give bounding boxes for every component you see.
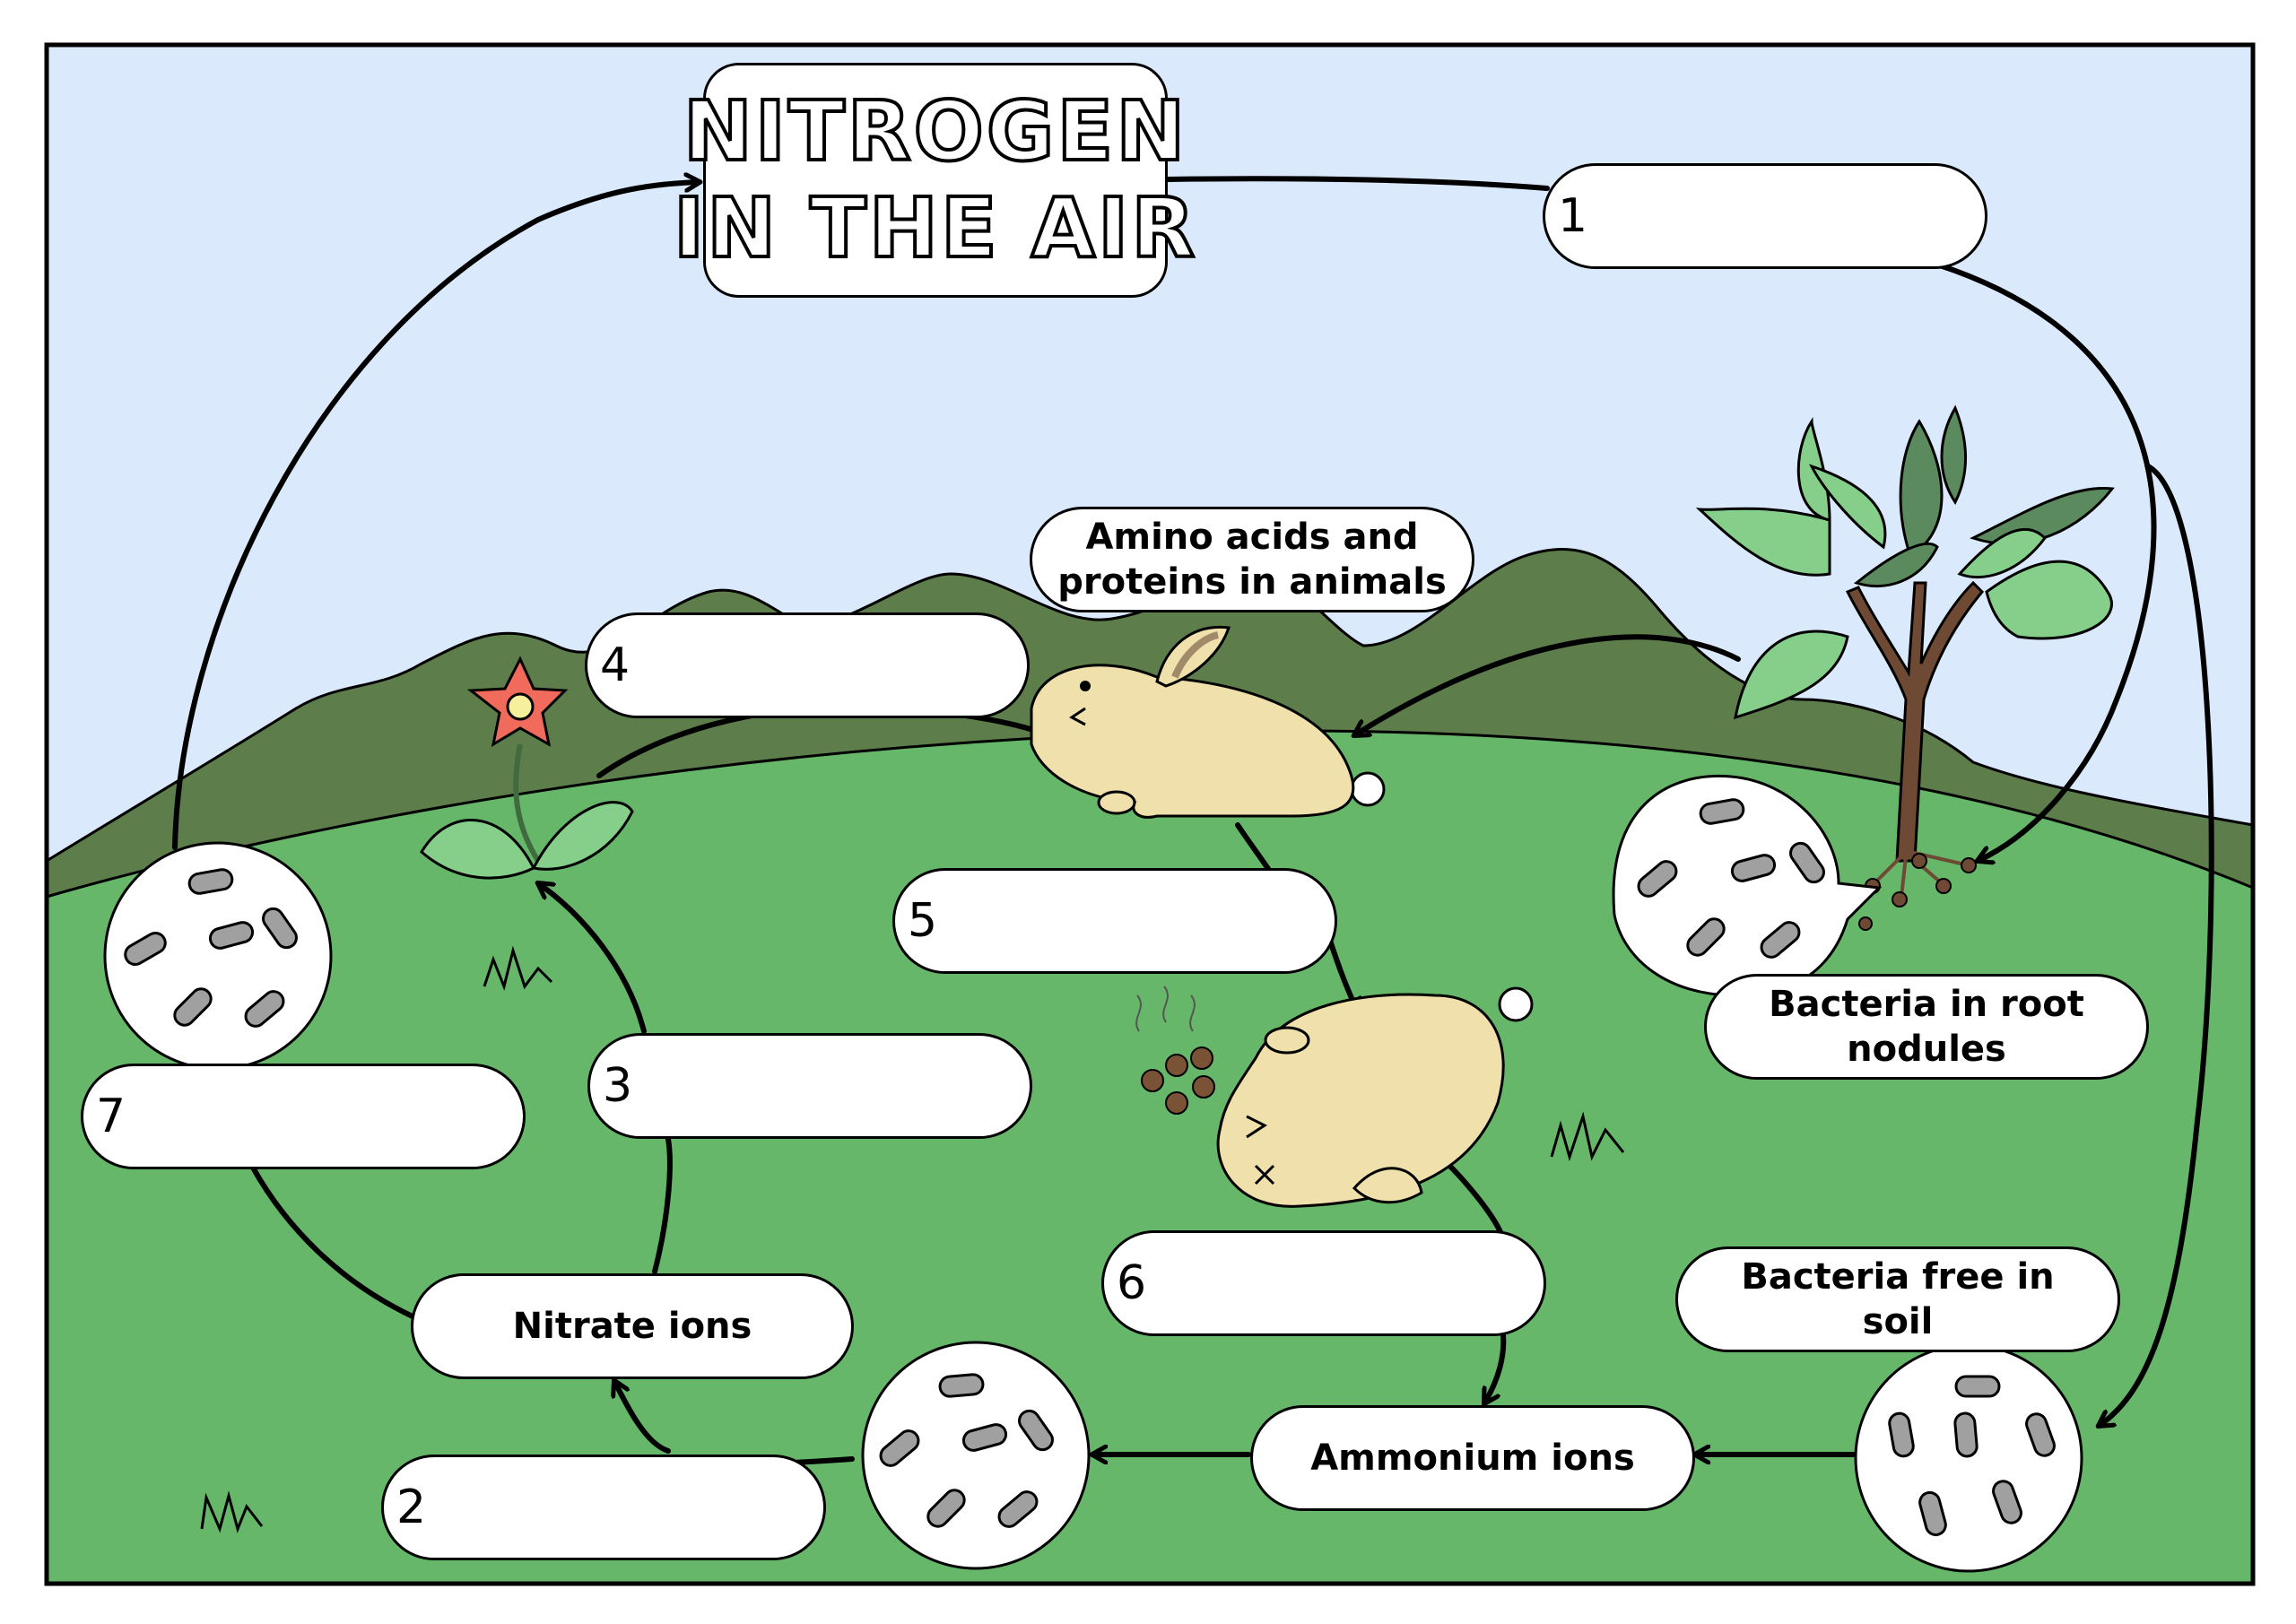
blank-field-7[interactable]: 7 xyxy=(81,1064,526,1169)
bacteria-icon xyxy=(1854,1343,2083,1573)
tree-icon xyxy=(1695,404,2115,931)
title-line-2: IN THE AIR xyxy=(672,178,1198,278)
blank-field-5[interactable]: 5 xyxy=(892,868,1337,974)
root-bacteria-label: Bacteria in root nodules xyxy=(1704,974,2149,1080)
bacteria-icon xyxy=(103,841,333,1071)
ammonium-ions-label: Ammonium ions xyxy=(1250,1405,1695,1511)
droppings-icon xyxy=(1135,986,1215,1115)
blank-field-4[interactable]: 4 xyxy=(585,612,1030,718)
soil-bacteria-line-1: Bacteria free in xyxy=(1741,1256,2055,1298)
bacteria-icon xyxy=(1612,774,1883,997)
blank-field-1[interactable]: 1 xyxy=(1543,163,1987,269)
root-bacteria-line-2: nodules xyxy=(1847,1029,2006,1070)
frame xyxy=(44,42,2256,1586)
grass-tuft-icon xyxy=(200,945,1625,1533)
title-line-1: NITROGEN xyxy=(682,82,1188,181)
amino-acids-label: Amino acids and proteins in animals xyxy=(1030,507,1474,612)
soil-bacteria-label: Bacteria free in soil xyxy=(1675,1246,2120,1352)
blank-field-2[interactable]: 2 xyxy=(381,1455,826,1560)
dead-rabbit-icon xyxy=(1216,986,1534,1208)
soil-bacteria-line-2: soil xyxy=(1862,1301,1934,1342)
rabbit-icon xyxy=(1030,625,1386,819)
flower-icon xyxy=(420,656,634,880)
blank-field-3[interactable]: 3 xyxy=(587,1033,1032,1139)
nitrogen-in-air-title: NITROGEN IN THE AIR xyxy=(672,63,1196,298)
bacteria-icon xyxy=(861,1341,1091,1570)
nitrate-ions-label: Nitrate ions xyxy=(411,1273,854,1379)
blank-field-6[interactable]: 6 xyxy=(1101,1230,1546,1336)
amino-label-line-2: proteins in animals xyxy=(1057,561,1447,603)
root-bacteria-line-1: Bacteria in root xyxy=(1769,984,2084,1025)
amino-label-line-1: Amino acids and xyxy=(1085,517,1419,558)
